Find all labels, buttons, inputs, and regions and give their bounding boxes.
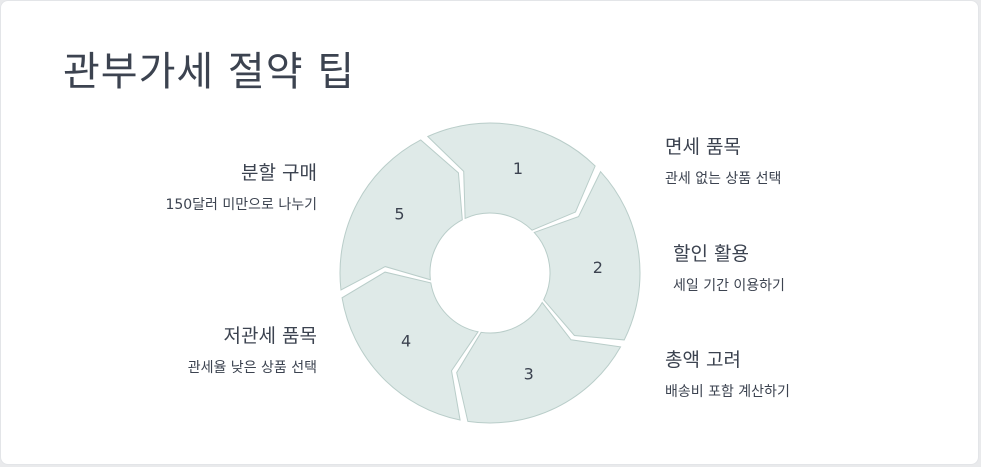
segment-number-4: 4: [401, 331, 411, 350]
step-4-title: 총액 고려: [665, 349, 741, 371]
step-label-5: 저관세 품목 관세율 낮은 상품 선택: [188, 325, 317, 377]
cycle-segment-5: [339, 139, 463, 291]
step-5-desc: 관세율 낮은 상품 선택: [187, 360, 317, 376]
step-label-4: 총액 고려 배송비 포함 계산하기: [665, 349, 790, 401]
step-3-desc: 세일 기간 이용하기: [673, 278, 785, 294]
step-label-3: 할인 활용 세일 기간 이용하기: [673, 243, 785, 295]
step-label-1: 분할 구매 150달러 미만으로 나누기: [165, 162, 317, 214]
step-4-desc: 배송비 포함 계산하기: [665, 384, 790, 400]
page-title: 관부가세 절약 팁: [63, 49, 356, 95]
step-1-desc: 150달러 미만으로 나누기: [165, 197, 317, 213]
step-label-2: 면세 품목 관세 없는 상품 선택: [665, 136, 781, 188]
step-2-desc: 관세 없는 상품 선택: [665, 171, 782, 187]
step-5-title: 저관세 품목: [223, 325, 317, 347]
cycle-segment-1: [426, 122, 596, 231]
segment-number-3: 3: [524, 364, 534, 383]
segment-number-1: 1: [513, 159, 523, 178]
step-2-title: 면세 품목: [665, 136, 741, 158]
segment-number-2: 2: [593, 258, 603, 277]
step-1-title: 분할 구매: [241, 162, 317, 184]
cycle-segment-2: [533, 170, 641, 341]
cycle-segment-3: [456, 301, 622, 424]
segment-number-5: 5: [394, 205, 404, 224]
cycle-segment-4: [341, 271, 479, 421]
step-3-title: 할인 활용: [673, 243, 749, 265]
